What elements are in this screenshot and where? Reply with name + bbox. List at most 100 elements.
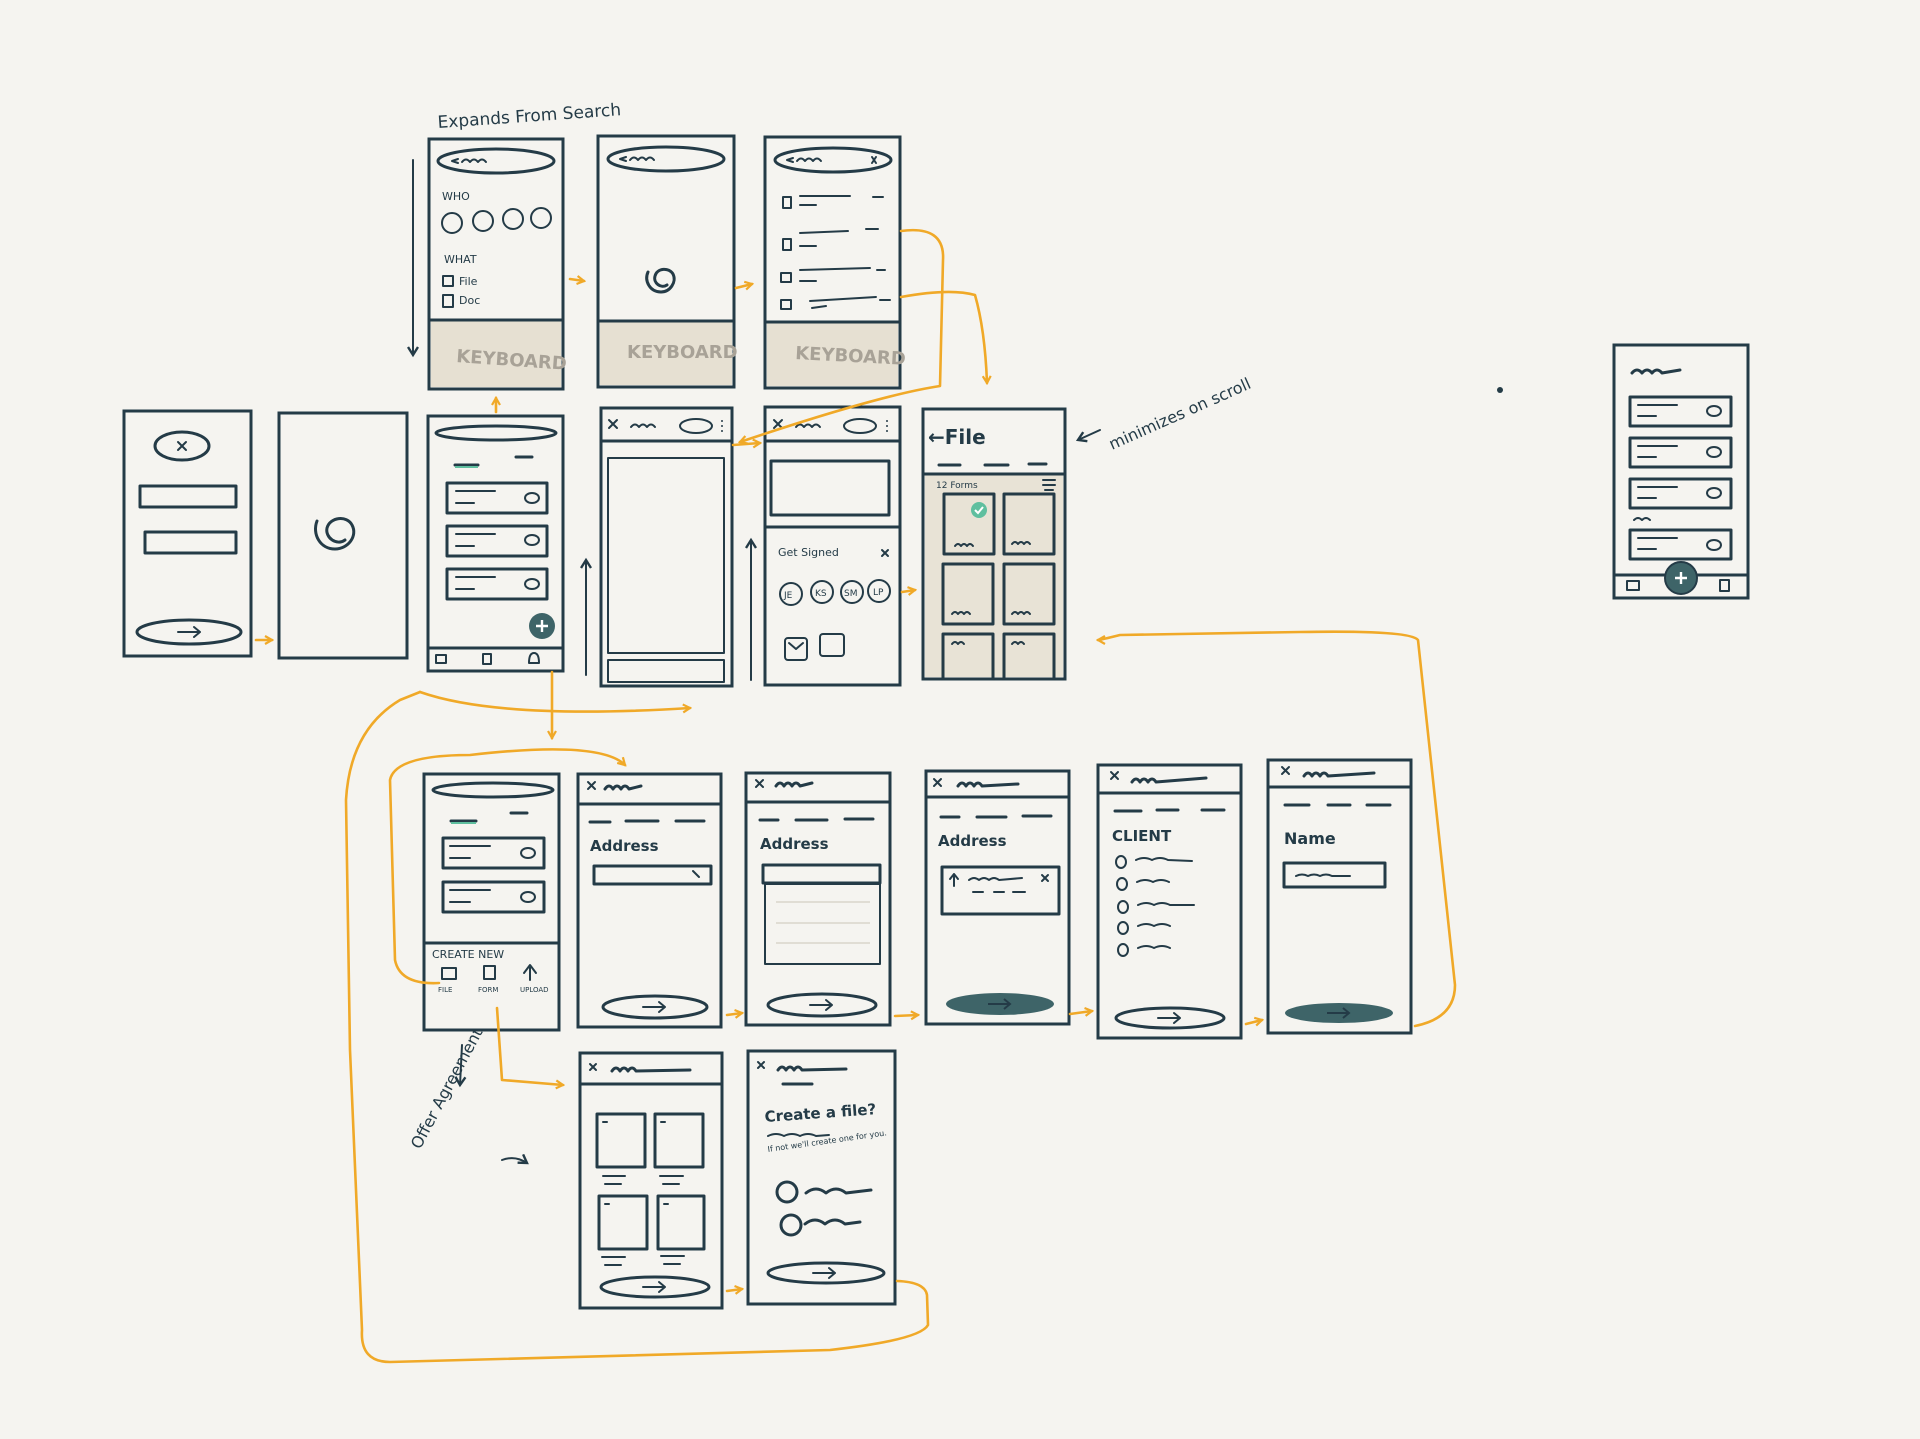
checkmark-icon [971,502,987,518]
address-label: Address [938,832,1007,850]
name-screen: Name [1266,758,1413,1035]
signer-avatars[interactable]: JE KS SM LP [779,579,891,606]
search-bar[interactable] [431,781,555,799]
loading-spinner-icon [314,517,356,551]
annotation-offer-agreement: Offer Agreement [407,1025,487,1152]
offer-down-arrow [460,1044,462,1085]
svg-text:FILE: FILE [438,986,452,994]
folder-icon [441,967,457,980]
what-label: WHAT [444,253,477,266]
file-grid-screen: ←File 12 Forms [921,407,1067,681]
username-field[interactable] [138,484,238,509]
close-icon[interactable] [757,1061,765,1069]
autocomplete-dropdown[interactable] [764,883,881,965]
create-form-option[interactable]: FORM [478,965,498,994]
next-button[interactable] [1114,1006,1226,1030]
offer-side-arrow [501,1158,527,1163]
selected-address-card[interactable] [940,865,1061,916]
who-label: WHO [442,190,470,203]
address-input[interactable] [592,864,713,886]
client-radio-list[interactable] [1115,855,1195,957]
next-button[interactable] [599,1275,711,1299]
svg-text:SM: SM [844,589,857,599]
template-grid[interactable] [595,1112,706,1266]
file-screen-title: ←File [928,425,986,449]
search-screen-loading: KEYBOARD [596,134,738,389]
doc-icon [442,294,454,308]
toggle-pill[interactable] [843,418,877,434]
create-file-option[interactable]: FILE [438,967,457,994]
arrow-right-icon [1327,1007,1351,1019]
logo-mark [153,430,211,462]
file-card-list[interactable] [1628,395,1733,561]
create-new-screen: CREATE NEW FILE FORM UPLOAD [422,772,561,1032]
create-file-options[interactable] [775,1180,873,1237]
toggle-pill[interactable] [679,418,713,434]
tab-files-icon[interactable] [1626,580,1640,591]
share-sheet-screen: Get Signed JE KS SM LP [763,405,902,687]
svg-text:FORM: FORM [478,986,498,994]
search-screen-who-what: WHO WHAT File Doc KEYBOARD [427,137,567,391]
close-icon[interactable] [587,781,596,790]
clear-icon[interactable] [1041,874,1049,882]
svg-text:KS: KS [815,589,827,599]
form-count-label: 12 Forms [936,481,978,491]
address-screen-autocomplete: Address [744,771,892,1027]
create-upload-option[interactable]: UPLOAD [520,964,549,994]
address-screen-empty: Address [576,772,723,1029]
next-button[interactable] [766,992,878,1018]
next-button[interactable] [601,994,709,1020]
doc-label: Doc [459,294,480,307]
close-icon[interactable] [755,779,764,788]
search-screen-results: KEYBOARD [763,135,906,390]
close-icon[interactable] [933,778,942,787]
logo-icon [177,441,187,451]
close-sheet-icon[interactable] [881,549,889,557]
create-file-prompt-screen: Create a file? If not we'll create one f… [746,1049,897,1306]
result-list[interactable] [780,195,891,310]
annotation-expands-from-search: Expands From Search [437,100,622,133]
svg-text:UPLOAD: UPLOAD [520,986,549,994]
close-icon[interactable] [589,1063,597,1071]
tab-files-icon[interactable] [435,654,447,664]
client-label: CLIENT [1112,827,1172,845]
people-avatars[interactable] [441,207,552,234]
login-button[interactable] [135,618,243,646]
create-new-title: CREATE NEW [432,948,504,961]
search-bar[interactable] [434,424,558,442]
address-label: Address [590,837,659,855]
search-bar[interactable] [773,146,893,174]
address-screen-selected: Address [924,769,1071,1026]
tab-docs-icon[interactable] [1719,579,1730,592]
close-icon[interactable] [1110,771,1119,780]
close-icon[interactable] [773,419,783,429]
search-bar[interactable] [436,147,556,175]
minimizes-pointer-arrow [1078,429,1101,440]
search-bar[interactable] [606,145,726,173]
name-input[interactable] [1282,861,1387,889]
client-screen: CLIENT [1096,763,1243,1040]
tab-docs-icon[interactable] [482,653,492,665]
arrow-right-icon [642,1001,666,1013]
password-field[interactable] [143,530,238,555]
file-card-list[interactable] [445,481,549,601]
plus-icon [1675,572,1687,584]
close-icon[interactable] [608,419,618,429]
plus-icon [536,620,548,632]
annotation-minimizes-on-scroll: minimizes on scroll [1106,374,1254,454]
chat-icon[interactable] [819,633,845,657]
email-icon[interactable] [784,637,808,661]
arrow-right-icon [177,626,201,638]
sort-icon[interactable] [1042,479,1056,491]
close-icon[interactable] [1281,766,1290,775]
document-page [607,457,725,654]
next-button[interactable] [766,1261,886,1285]
folder-icon [442,275,454,287]
tab-notifications-icon[interactable] [528,652,540,664]
name-label: Name [1284,829,1336,848]
template-picker-screen [578,1051,724,1310]
file-thumbnails[interactable] [941,492,1056,681]
form-icon [483,965,496,980]
file-label: File [459,275,478,288]
